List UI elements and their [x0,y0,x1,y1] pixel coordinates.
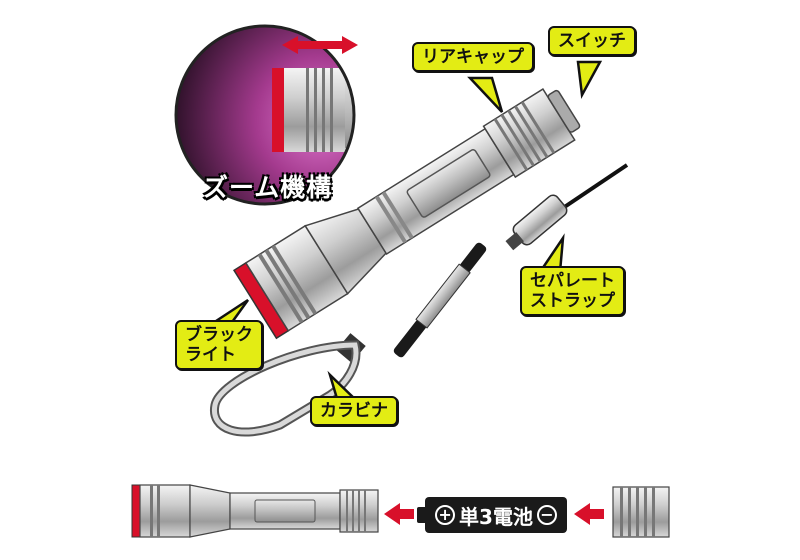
zoom-arrow-icon [282,36,358,54]
battery-label: 単3電池 [459,504,533,529]
carabiner-callout: カラビナ [310,396,398,426]
minus-terminal-icon: − [536,505,557,525]
separate-strap-callout: セパレート ストラップ [520,266,625,316]
plus-terminal-icon: + [435,505,456,525]
zoom-inset [174,24,356,206]
blacklight-callout: ブラック ライト [175,320,263,370]
blacklight-label-line1: ブラック [185,325,253,345]
battery-terminal [417,507,427,523]
switch-label: スイッチ [558,31,626,51]
zoom-mechanism-label: ズーム機構 [203,173,333,202]
flashlight-main [232,88,581,340]
carabiner [210,340,361,437]
rear-cap-callout: リアキャップ [412,42,534,72]
blacklight-label-line2: ライト [185,345,236,365]
disassembly-row [131,484,670,538]
switch-callout: スイッチ [548,26,636,56]
carabiner-label: カラビナ [320,401,388,421]
strap-label-line1: セパレート [530,271,615,291]
strap-label-line2: ストラップ [530,291,615,311]
rear-cap-label: リアキャップ [422,47,524,67]
aa-battery: + 単3電池 − [425,497,567,533]
